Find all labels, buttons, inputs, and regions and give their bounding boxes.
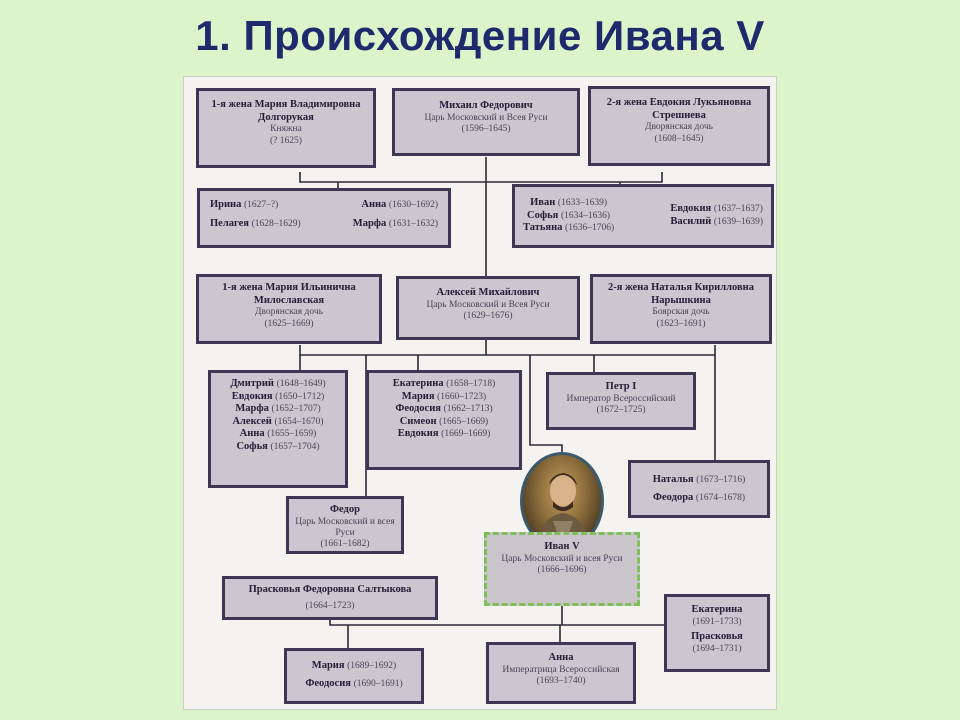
petr-box: Петр I Император Всероссийский (1672–172… — [546, 372, 696, 430]
mikhail-name: Михаил Федорович — [439, 100, 533, 111]
ivan-v-dates: (1666–1696) — [537, 564, 587, 575]
fedor-name: Федор — [330, 504, 360, 515]
mikhail-dates: (1596–1645) — [461, 123, 511, 134]
petr-name: Петр I — [605, 381, 637, 392]
anna-box: Анна Императрица Всероссийская (1693–174… — [486, 642, 636, 704]
child-list-item: Алексей (1654–1670) — [232, 415, 324, 427]
child-list-item: Феодосия (1662–1713) — [395, 403, 493, 415]
fedor-box: Федор Царь Московский и всея Руси (1661–… — [286, 496, 404, 554]
ivan-v-name: Иван V — [544, 541, 580, 552]
wife1-miloslavskaya-box: 1-я жена Мария Ильинична Милославская Дв… — [196, 274, 382, 344]
page-title: 1. Происхождение Ивана V — [195, 12, 765, 59]
anna-name: Анна — [548, 652, 574, 663]
child-list-item: Мария (1689–1692) — [311, 660, 397, 671]
child-list-item: Иван (1633–1639) — [530, 197, 607, 209]
wife1-dolgorukaya-role: Княжна — [270, 124, 302, 135]
child-list-item: Марфа (1631–1632) — [352, 217, 438, 229]
child-list-item: Феодора (1674–1678) — [653, 491, 745, 503]
child-name: Прасковья — [691, 630, 743, 642]
child-list-item: Ирина (1627–?) — [210, 199, 279, 210]
child-dates: (1691–1733) — [692, 616, 742, 627]
child-list-item: Евдокия (1669–1669) — [397, 428, 491, 440]
child-list-item: Пелагея (1628–1629) — [210, 217, 301, 229]
child-list-item: Мария (1660–1723) — [401, 390, 487, 402]
alexey-role: Царь Московский и Всея Руси — [426, 299, 550, 310]
gen2-children-b-box: Екатерина (1658–1718) Мария (1660–1723) … — [366, 370, 522, 470]
mikhail-box: Михаил Федорович Царь Московский и Всея … — [392, 88, 580, 156]
child-list-item: Софья (1657–1704) — [236, 440, 320, 452]
ivan-v-box: Иван V Царь Московский и всея Руси (1666… — [484, 532, 640, 606]
child-list-item: Евдокия (1650–1712) — [231, 390, 325, 402]
child-list-item: Наталья (1673–1716) — [652, 474, 746, 485]
child-list-item: Василий (1639–1639) — [670, 216, 763, 227]
gen1-children-right-box: Иван (1633–1639) Софья (1634–1636) Татья… — [512, 184, 774, 248]
wife1-miloslavskaya-name: 1-я жена Мария Ильинична Милославская — [222, 282, 356, 306]
anna-role: Императрица Всероссийская — [502, 664, 620, 675]
gen3-children-c-box: Екатерина (1691–1733) Прасковья (1694–17… — [664, 594, 770, 672]
praskovya-saltykova-box: Прасковья Федоровна Салтыкова (1664–1723… — [222, 576, 438, 620]
alexey-box: Алексей Михайлович Царь Московский и Все… — [396, 276, 580, 340]
gen2-children-a-box: Дмитрий (1648–1649) Евдокия (1650–1712) … — [208, 370, 348, 488]
child-list-item: Симеон (1665–1669) — [399, 415, 489, 427]
praskovya-saltykova-dates: (1664–1723) — [305, 600, 355, 611]
petr-role: Император Всероссийский — [566, 393, 676, 404]
wife2-naryshkina-name: 2-я жена Наталья Кирилловна Нарышкина — [608, 282, 754, 306]
child-list-item: Феодосия (1690–1691) — [305, 677, 403, 689]
ivan-v-role: Царь Московский и всея Руси — [501, 553, 623, 564]
child-list-item: Марфа (1652–1707) — [235, 403, 321, 415]
alexey-dates: (1629–1676) — [463, 310, 513, 321]
child-list-item: Анна (1630–1692) — [361, 199, 438, 210]
gen1-marriage-line — [299, 172, 663, 183]
wife1-dolgorukaya-name: 1-я жена Мария Владимировна Долгорукая — [211, 99, 361, 123]
praskovya-saltykova-name: Прасковья Федоровна Салтыкова — [248, 584, 412, 595]
child-name: Екатерина — [691, 604, 743, 615]
gen1-children-left-box: Ирина (1627–?) Анна (1630–1692) Пелагея … — [197, 188, 451, 248]
wife1-miloslavskaya-dates: (1625–1669) — [264, 318, 314, 329]
wife2-streshneva-box: 2-я жена Евдокия Лукьяновна Стрешнева Дв… — [588, 86, 770, 166]
wife1-miloslavskaya-role: Дворянская дочь — [255, 307, 323, 318]
wife2-streshneva-role: Дворянская дочь — [645, 122, 713, 133]
fedor-role: Царь Московский и всея Руси — [295, 516, 395, 538]
anna-dates: (1693–1740) — [536, 675, 586, 686]
child-list-item: Софья (1634–1636) — [527, 209, 611, 221]
gen2-children-c-box: Наталья (1673–1716) Феодора (1674–1678) — [628, 460, 770, 518]
mikhail-role: Царь Московский и Всея Руси — [424, 112, 548, 123]
child-list-item: Татьяна (1636–1706) — [523, 222, 615, 234]
gen2-marriage-line — [299, 345, 716, 356]
fedor-dates: (1661–1682) — [320, 539, 370, 550]
child-list-item: Екатерина (1658–1718) — [392, 378, 496, 389]
gen3-children-a-box: Мария (1689–1692) Феодосия (1690–1691) — [284, 648, 424, 704]
child-list-item: Евдокия (1637–1637) — [670, 203, 763, 215]
wife2-streshneva-dates: (1608–1645) — [654, 133, 704, 144]
child-dates: (1694–1731) — [692, 643, 742, 654]
wife2-naryshkina-box: 2-я жена Наталья Кирилловна Нарышкина Бо… — [590, 274, 772, 344]
wife1-dolgorukaya-dates: (? 1625) — [270, 135, 302, 146]
wife2-naryshkina-dates: (1623–1691) — [656, 318, 706, 329]
petr-dates: (1672–1725) — [596, 404, 646, 415]
alexey-name: Алексей Михайлович — [436, 287, 540, 298]
wife1-dolgorukaya-box: 1-я жена Мария Владимировна Долгорукая К… — [196, 88, 376, 168]
wife2-streshneva-name: 2-я жена Евдокия Лукьяновна Стрешнева — [606, 97, 752, 121]
child-list-item: Анна (1655–1659) — [239, 428, 317, 440]
child-list-item: Дмитрий (1648–1649) — [230, 378, 326, 389]
ivan-link — [529, 355, 563, 452]
wife2-naryshkina-role: Боярская дочь — [652, 307, 710, 318]
